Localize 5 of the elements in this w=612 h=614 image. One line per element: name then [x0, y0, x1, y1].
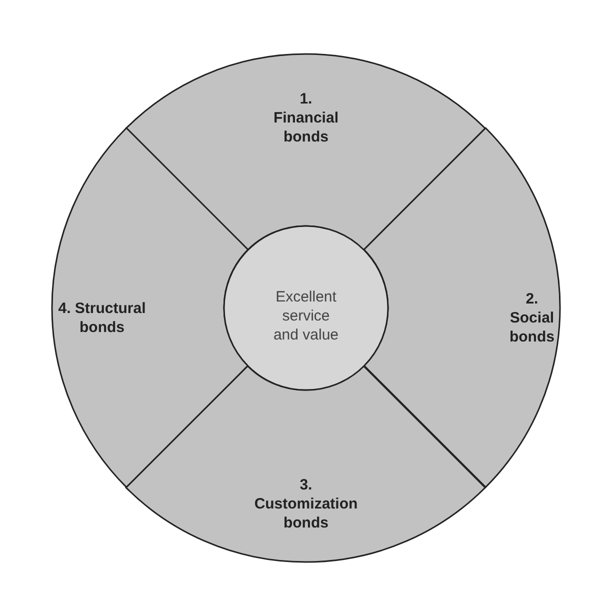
segment-label: 4. Structural bonds	[57, 298, 147, 337]
segment-label: 1. Financial bonds	[272, 90, 340, 146]
center-label: Excellent service and value	[273, 288, 339, 344]
segment-label: 2. Social bonds	[508, 289, 556, 346]
segment-label: 3. Customization bonds	[253, 475, 359, 532]
